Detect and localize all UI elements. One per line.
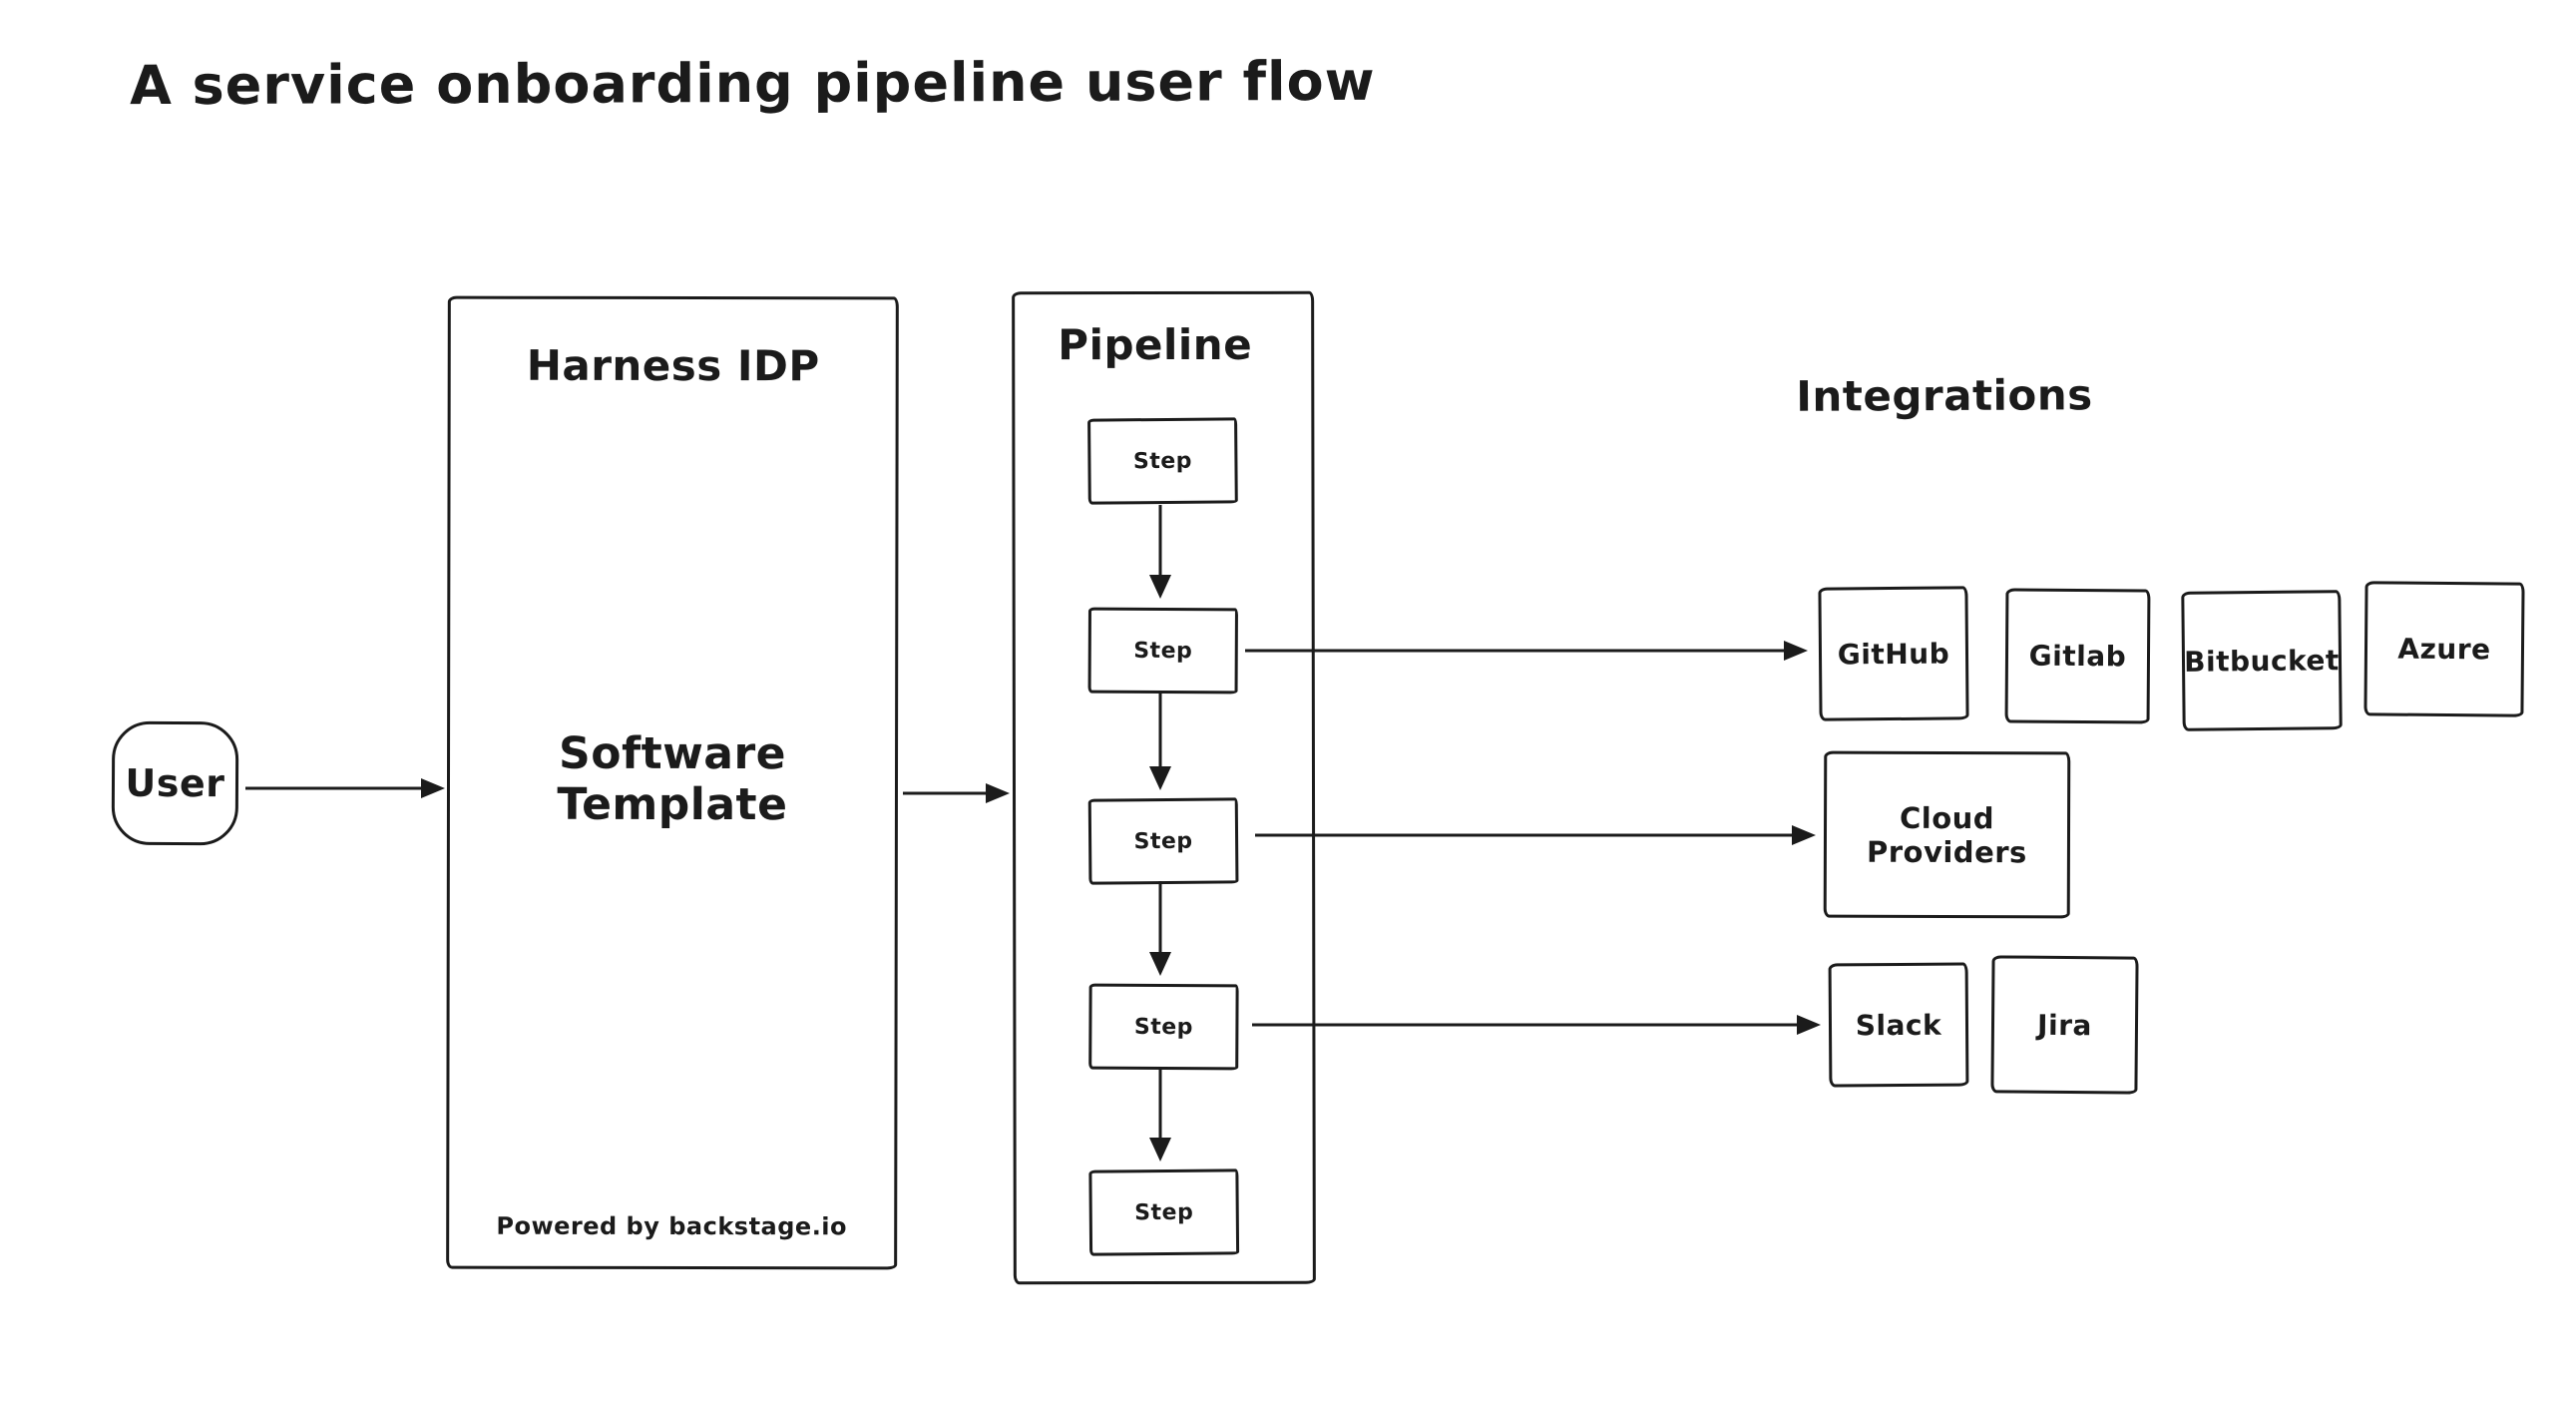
pipeline-title: Pipeline [1058,319,1253,370]
software-template-label: Software Template [557,727,788,830]
arrow-shaft [1158,881,1162,956]
node-azure: Azure [2363,581,2525,717]
arrowhead-down-icon [1149,766,1171,790]
bitbucket-label: Bitbucket [2184,643,2340,679]
node-harness-idp: Harness IDP Software Template Powered by… [446,295,899,1270]
arrowhead-right-icon [1784,641,1808,661]
arrowhead-right-icon [421,778,445,798]
arrow-shaft [1158,505,1162,579]
arrow-shaft [1255,833,1798,837]
harness-idp-title: Harness IDP [526,340,820,391]
github-label: GitHub [1837,637,1950,671]
arrow-shaft [1158,1067,1162,1142]
arrowhead-down-icon [1149,1138,1171,1162]
node-cloud-providers: Cloud Providers [1823,750,2071,919]
arrow-shaft [1158,691,1162,770]
pipeline-step-5-label: Step [1134,1199,1194,1225]
pipeline-step-4: Step [1088,983,1239,1071]
cloud-providers-label: Cloud Providers [1866,800,2027,869]
arrowhead-down-icon [1149,952,1171,976]
arrow-step3-to-step4 [1147,881,1173,976]
jira-label: Jira [2036,1008,2093,1042]
diagram-title: A service onboarding pipeline user flow [129,49,1376,118]
node-github: GitHub [1818,586,1969,721]
arrow-idp-to-pipeline [903,781,1010,805]
arrow-step2-to-step3 [1147,691,1173,790]
arrow-step4-to-step5 [1147,1067,1173,1162]
pipeline-step-3: Step [1087,797,1239,885]
pipeline-step-2-label: Step [1133,638,1193,664]
pipeline-step-4-label: Step [1133,1014,1193,1040]
pipeline-step-1-label: Step [1132,448,1193,474]
arrowhead-right-icon [1792,825,1816,845]
arrowhead-right-icon [1797,1015,1821,1035]
pipeline-step-2: Step [1087,607,1238,695]
arrow-shaft [903,791,992,795]
powered-by-backstage-label: Powered by backstage.io [496,1211,848,1241]
pipeline-step-3-label: Step [1133,828,1193,854]
arrow-shaft [245,786,427,790]
node-bitbucket: Bitbucket [2181,590,2343,731]
node-gitlab: Gitlab [2004,588,2151,724]
node-jira: Jira [1990,955,2139,1095]
arrow-step3-to-cloud-providers [1255,823,1816,847]
arrow-step4-to-tools [1252,1013,1821,1037]
pipeline-step-5: Step [1088,1168,1240,1256]
arrowhead-down-icon [1149,575,1171,599]
node-slack: Slack [1828,962,1969,1088]
arrow-shaft [1252,1023,1803,1027]
node-user: User [111,720,239,846]
arrowhead-right-icon [986,783,1010,803]
slack-label: Slack [1855,1008,1942,1042]
gitlab-label: Gitlab [2028,639,2127,674]
arrow-user-to-idp [245,776,445,800]
azure-label: Azure [2397,632,2491,667]
arrow-shaft [1245,649,1790,653]
node-user-label: User [125,760,225,806]
arrow-step2-to-git-integrations [1245,639,1808,663]
integrations-title: Integrations [1796,370,2093,421]
arrow-step1-to-step2 [1147,505,1173,599]
pipeline-step-1: Step [1087,417,1238,505]
